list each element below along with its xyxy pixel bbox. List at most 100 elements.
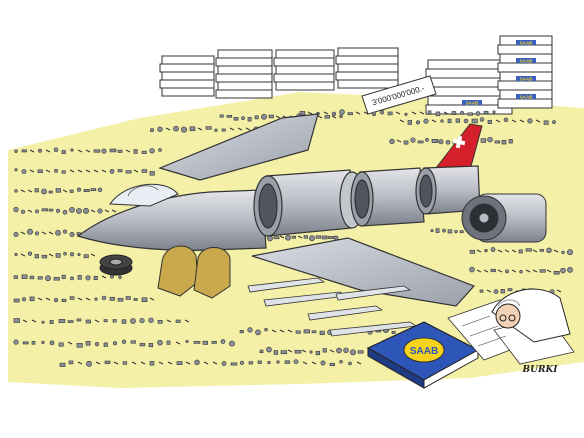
- small-part: [560, 267, 566, 274]
- small-part: [504, 249, 510, 253]
- lower-wing: [251, 237, 476, 307]
- small-part: [13, 318, 20, 323]
- small-part: [139, 317, 145, 324]
- small-part: [279, 235, 285, 239]
- small-part: [543, 120, 549, 125]
- small-part: [229, 340, 235, 347]
- small-part: [276, 360, 280, 364]
- small-part: [21, 149, 27, 153]
- small-part: [31, 341, 36, 345]
- small-part: [111, 209, 117, 213]
- small-part: [45, 149, 51, 153]
- small-part: [175, 319, 181, 323]
- small-part: [112, 319, 117, 323]
- small-part: [248, 361, 254, 365]
- small-part: [442, 228, 446, 233]
- small-part: [447, 229, 453, 234]
- box-label: SAAB: [520, 59, 534, 64]
- small-part: [117, 149, 123, 153]
- small-part: [469, 249, 475, 254]
- small-part: [68, 360, 74, 365]
- small-part: [85, 275, 91, 281]
- jet-engine: [461, 193, 547, 243]
- small-part: [511, 269, 517, 273]
- small-part: [165, 127, 171, 131]
- small-part: [149, 171, 155, 176]
- small-part: [212, 361, 218, 365]
- small-part: [76, 187, 82, 192]
- small-part: [280, 350, 288, 355]
- small-part: [13, 275, 18, 279]
- small-part: [14, 149, 18, 153]
- small-part: [264, 328, 268, 332]
- small-part: [487, 119, 492, 124]
- small-part: [219, 114, 224, 118]
- small-part: [53, 277, 60, 281]
- small-part: [101, 295, 107, 301]
- small-part: [69, 296, 75, 300]
- small-part: [440, 119, 444, 123]
- small-part: [284, 360, 291, 364]
- small-part: [553, 271, 560, 275]
- price-tag: 3'000'000'000.-: [361, 75, 437, 115]
- small-part: [54, 168, 58, 173]
- small-part: [309, 350, 313, 354]
- small-part: [176, 361, 183, 365]
- small-part: [287, 349, 293, 353]
- small-part: [38, 148, 42, 153]
- small-part: [90, 209, 96, 213]
- small-part: [327, 236, 335, 239]
- small-part: [49, 340, 55, 346]
- small-part: [130, 318, 136, 324]
- small-part: [556, 289, 562, 293]
- small-part: [34, 254, 39, 259]
- small-part: [501, 139, 507, 145]
- small-part: [104, 360, 111, 364]
- small-part: [173, 125, 179, 132]
- small-part: [463, 118, 469, 124]
- small-part: [255, 329, 261, 336]
- small-part: [14, 252, 18, 256]
- small-part: [532, 249, 538, 253]
- small-part: [411, 111, 417, 115]
- small-part: [476, 269, 482, 273]
- artist-signature: BURKI: [522, 365, 559, 375]
- small-part: [131, 361, 137, 365]
- small-part: [29, 296, 35, 302]
- small-part: [350, 349, 356, 356]
- small-part: [285, 234, 291, 241]
- small-part: [125, 149, 131, 153]
- small-part: [45, 169, 51, 173]
- box-label: SAAB: [520, 41, 534, 46]
- small-part: [443, 111, 449, 115]
- small-part: [76, 208, 82, 214]
- small-part: [438, 139, 444, 145]
- small-part: [419, 111, 425, 115]
- small-part: [189, 126, 196, 132]
- small-part: [21, 169, 27, 175]
- small-part: [539, 249, 544, 252]
- small-part: [319, 330, 325, 336]
- small-part: [407, 120, 412, 125]
- small-part: [77, 149, 83, 153]
- small-part: [48, 253, 54, 257]
- small-part: [27, 209, 33, 213]
- small-part: [395, 111, 401, 115]
- small-part: [175, 341, 181, 345]
- small-part: [508, 139, 513, 144]
- small-part: [311, 361, 317, 365]
- small-part: [431, 119, 437, 123]
- small-part: [109, 296, 115, 301]
- small-part: [317, 115, 323, 119]
- small-part: [85, 149, 91, 153]
- small-part: [518, 249, 523, 254]
- small-part: [77, 361, 83, 365]
- small-part: [336, 347, 342, 354]
- small-part: [329, 362, 335, 367]
- small-part: [546, 269, 552, 273]
- small-part: [348, 361, 352, 366]
- small-part: [511, 119, 517, 123]
- small-part: [93, 149, 101, 153]
- small-part: [29, 275, 35, 280]
- missiles: [247, 277, 418, 337]
